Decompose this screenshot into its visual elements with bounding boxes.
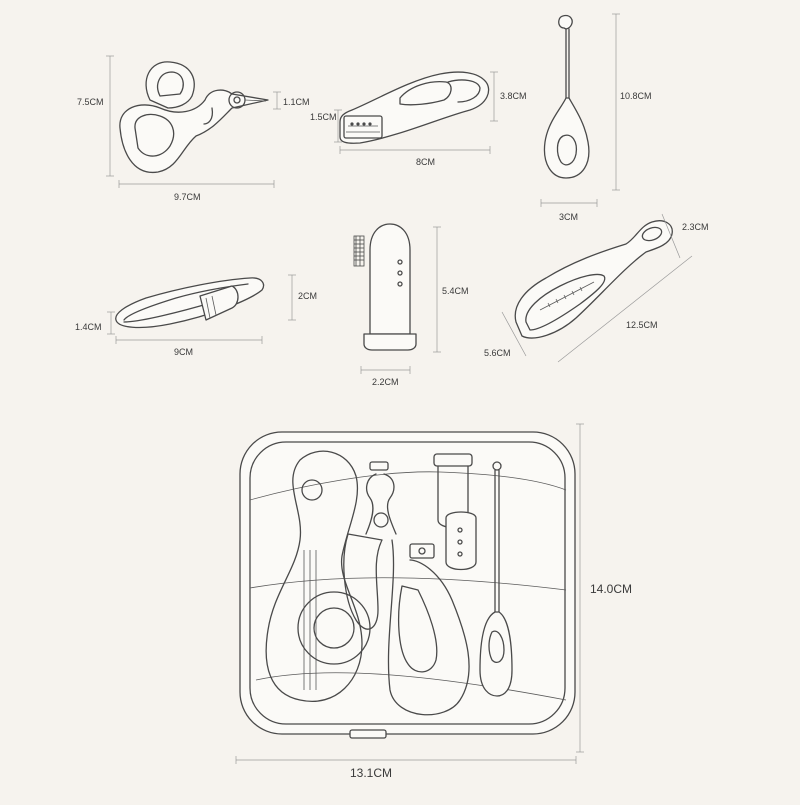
tweezers-height-label: 2CM bbox=[298, 291, 317, 301]
finger-toothbrush-illustration bbox=[353, 223, 417, 351]
file-height-label: 10.8CM bbox=[620, 91, 652, 101]
scissors-dimension-lines bbox=[106, 55, 281, 188]
nail-clipper-dimension-lines bbox=[334, 71, 498, 154]
nail-file-dimension-lines bbox=[540, 13, 620, 207]
tweezers-width-label: 9CM bbox=[174, 347, 193, 357]
scissors-tip-label: 1.1CM bbox=[283, 97, 310, 107]
tweezers-dimension-lines bbox=[107, 274, 296, 344]
toothbrush-dimension-lines bbox=[360, 226, 441, 374]
file-width-label: 3CM bbox=[559, 212, 578, 222]
case-dimension-lines bbox=[235, 423, 584, 764]
storage-case-illustration bbox=[239, 431, 576, 739]
bath-thermometer-illustration bbox=[514, 220, 673, 339]
scissors-width-label: 9.7CM bbox=[174, 192, 201, 202]
clipper-width-label: 8CM bbox=[416, 157, 435, 167]
clipper-height-label: 3.8CM bbox=[500, 91, 527, 101]
case-height-label: 14.0CM bbox=[590, 582, 632, 596]
toothbrush-width-label: 2.2CM bbox=[372, 377, 399, 387]
toothbrush-height-label: 5.4CM bbox=[442, 286, 469, 296]
nail-file-illustration bbox=[543, 14, 590, 179]
tweezers-illustration bbox=[115, 277, 265, 329]
thermometer-top-label: 2.3CM bbox=[682, 222, 709, 232]
thermometer-width-label: 5.6CM bbox=[484, 348, 511, 358]
scissors-height-label: 7.5CM bbox=[77, 97, 104, 107]
thermometer-dimension-lines bbox=[501, 213, 693, 363]
clipper-head-label: 1.5CM bbox=[310, 112, 337, 122]
case-width-label: 13.1CM bbox=[350, 766, 392, 780]
tweezers-tip-label: 1.4CM bbox=[75, 322, 102, 332]
nail-clipper-illustration bbox=[339, 71, 490, 144]
scissors-illustration bbox=[119, 61, 269, 173]
thermometer-length-label: 12.5CM bbox=[626, 320, 658, 330]
